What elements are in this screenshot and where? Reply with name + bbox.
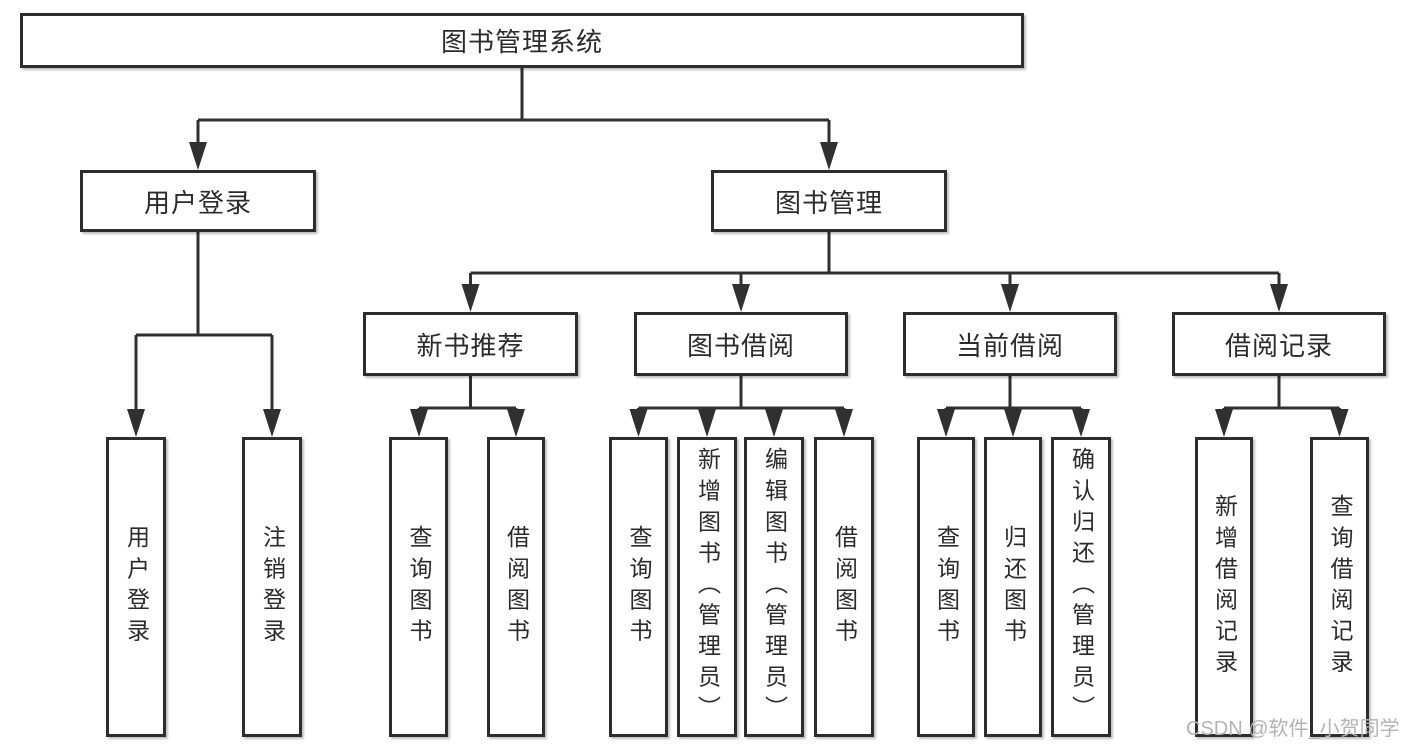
node-book-borrow: 图书借阅	[634, 312, 848, 376]
leaf-edit-book-admin: 编辑图书（管理员）	[744, 437, 804, 737]
leaf-confirm-return-admin: 确认归还（管理员）	[1051, 437, 1111, 737]
node-user-login-branch-label: 用户登录	[143, 187, 252, 218]
node-book-management-label: 图书管理	[774, 187, 883, 218]
leaf-add-borrow-record: 新增借阅记录	[1195, 437, 1253, 737]
leaf-logout: 注销登录	[242, 437, 302, 737]
leaf-query-books-current-label: 查询图书	[933, 524, 960, 650]
leaf-confirm-return-admin-label: 确认归还（管理员）	[1068, 447, 1095, 727]
node-borrow-records-label: 借阅记录	[1224, 330, 1333, 361]
leaf-return-book-label: 归还图书	[1000, 524, 1027, 650]
node-root: 图书管理系统	[20, 13, 1024, 68]
leaf-query-books-current: 查询图书	[917, 437, 975, 737]
node-current-borrow-label: 当前借阅	[955, 330, 1064, 361]
leaf-query-books-recommend-label: 查询图书	[406, 524, 432, 650]
leaf-logout-label: 注销登录	[259, 524, 286, 650]
node-root-label: 图书管理系统	[440, 27, 603, 57]
node-new-book-recommend-label: 新书推荐	[416, 330, 525, 361]
node-current-borrow: 当前借阅	[903, 312, 1117, 376]
leaf-borrow-books: 借阅图书	[814, 437, 874, 737]
leaf-add-book-admin: 新增图书（管理员）	[677, 437, 737, 737]
node-user-login-branch: 用户登录	[80, 170, 316, 232]
leaf-query-borrow-record-label: 查询借阅记录	[1327, 493, 1353, 681]
leaf-query-borrow-record: 查询借阅记录	[1310, 437, 1369, 737]
leaf-borrow-books-label: 借阅图书	[831, 524, 858, 650]
node-book-management: 图书管理	[711, 170, 947, 232]
watermark: CSDN @软件_小贺同学	[1186, 718, 1400, 740]
leaf-query-books-borrow: 查询图书	[609, 437, 668, 737]
leaf-add-borrow-record-label: 新增借阅记录	[1211, 493, 1238, 681]
leaf-return-book: 归还图书	[984, 437, 1042, 737]
leaf-user-login-label: 用户登录	[123, 524, 150, 650]
leaf-add-book-admin-label: 新增图书（管理员）	[694, 447, 721, 727]
leaf-query-books-borrow-label: 查询图书	[626, 524, 652, 650]
leaf-borrow-books-recommend: 借阅图书	[487, 437, 545, 737]
node-new-book-recommend: 新书推荐	[363, 312, 578, 376]
leaf-query-books-recommend: 查询图书	[389, 437, 448, 737]
node-book-borrow-label: 图书借阅	[686, 330, 795, 361]
leaf-borrow-books-recommend-label: 借阅图书	[503, 524, 530, 650]
leaf-user-login: 用户登录	[106, 437, 166, 737]
node-borrow-records: 借阅记录	[1172, 312, 1386, 376]
leaf-edit-book-admin-label: 编辑图书（管理员）	[761, 447, 788, 727]
